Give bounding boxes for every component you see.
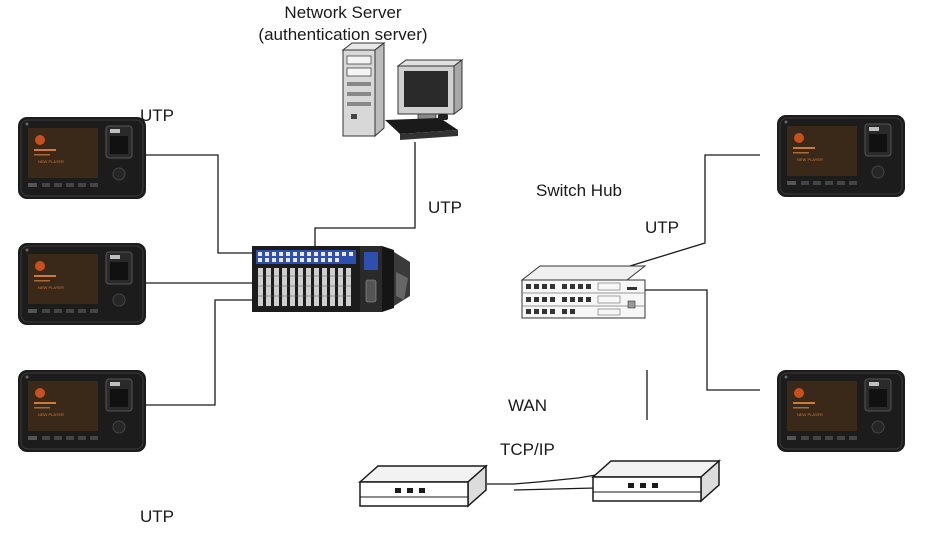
- terminal-1-screen-text: NEW PLAYER: [38, 159, 64, 164]
- line-terminal-3-rack: [146, 299, 252, 406]
- terminal-1: NEW PLAYER: [17, 116, 147, 200]
- line-terminal-1-rack: [146, 154, 252, 254]
- switch-hub-label: Switch Hub: [536, 181, 622, 200]
- utp-label-right: UTP: [645, 218, 679, 237]
- rack-switch-icon: [252, 246, 410, 312]
- network-server-icon: [341, 41, 464, 140]
- utp-label-bottom-left: UTP: [140, 507, 174, 526]
- terminal-4: NEW PLAYER: [776, 114, 906, 198]
- line-router-link-2: [513, 487, 597, 491]
- wan-label: WAN: [508, 396, 547, 415]
- switch-hub-icon: [520, 265, 647, 319]
- router-left-icon: [359, 465, 487, 507]
- terminal-3: NEW PLAYER: [17, 369, 147, 453]
- line-hub-terminal-top: [629, 154, 760, 267]
- tcpip-label: TCP/IP: [500, 440, 555, 459]
- terminal-3-screen-text: NEW PLAYER: [38, 412, 64, 417]
- terminal-2-screen-text: NEW PLAYER: [38, 285, 64, 290]
- line-router-link: [487, 474, 597, 485]
- terminal-5-screen-text: NEW PLAYER: [797, 412, 823, 417]
- line-server-rack: [314, 142, 416, 246]
- router-right-icon: [592, 460, 720, 502]
- utp-label-server: UTP: [428, 198, 462, 217]
- line-hub-terminal-bottom: [645, 289, 760, 391]
- connection-lines: [146, 142, 760, 491]
- server-title: Network Server: [284, 3, 401, 22]
- terminal-4-screen-text: NEW PLAYER: [797, 157, 823, 162]
- server-subtitle: (authentication server): [258, 25, 427, 44]
- terminal-2: NEW PLAYER: [17, 242, 147, 326]
- terminal-5: NEW PLAYER: [776, 369, 906, 453]
- utp-label-top-left: UTP: [140, 106, 174, 125]
